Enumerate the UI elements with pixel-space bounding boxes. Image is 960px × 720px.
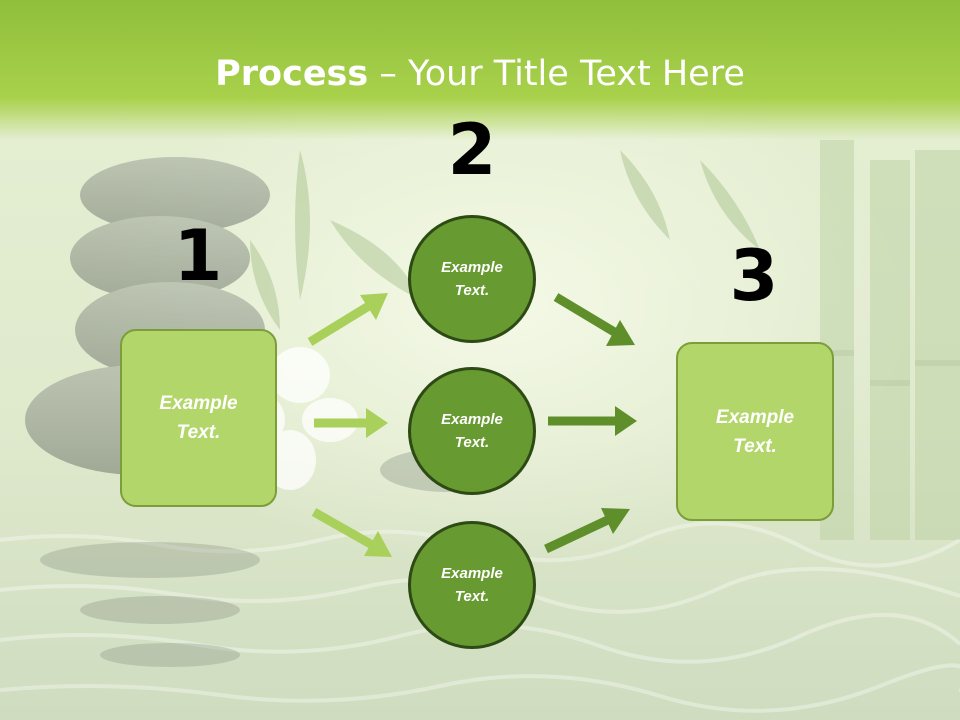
circle-middle-label: Example Text. [441,411,503,451]
circle-top-label: Example Text. [441,259,503,299]
step-number-1: 1 [173,215,223,297]
step-number-2: 2 [447,109,497,191]
step-2-circle-top: Example Text. [408,215,536,343]
circle-bottom-label: Example Text. [441,565,503,605]
title-rest-part: – Your Title Text Here [368,54,745,94]
step-1-box: Example Text. [120,329,277,507]
step-3-label: Example Text. [715,406,795,457]
step-2-circle-bottom: Example Text. [408,521,536,649]
slide-title: Process – Your Title Text Here [0,52,960,96]
arrow-right-icon [544,508,630,554]
step-3-box: Example Text. [676,342,834,521]
step-number-3: 3 [729,235,779,317]
arrow-right-icon [548,406,637,436]
step-2-circle-middle: Example Text. [408,367,536,495]
step-1-label: Example Text. [159,393,238,443]
arrow-right-icon [307,293,388,346]
title-banner [0,0,960,140]
title-bold-part: Process [215,54,369,94]
arrow-right-icon [553,293,635,346]
arrow-right-icon [314,408,388,438]
arrow-right-icon [311,508,392,557]
